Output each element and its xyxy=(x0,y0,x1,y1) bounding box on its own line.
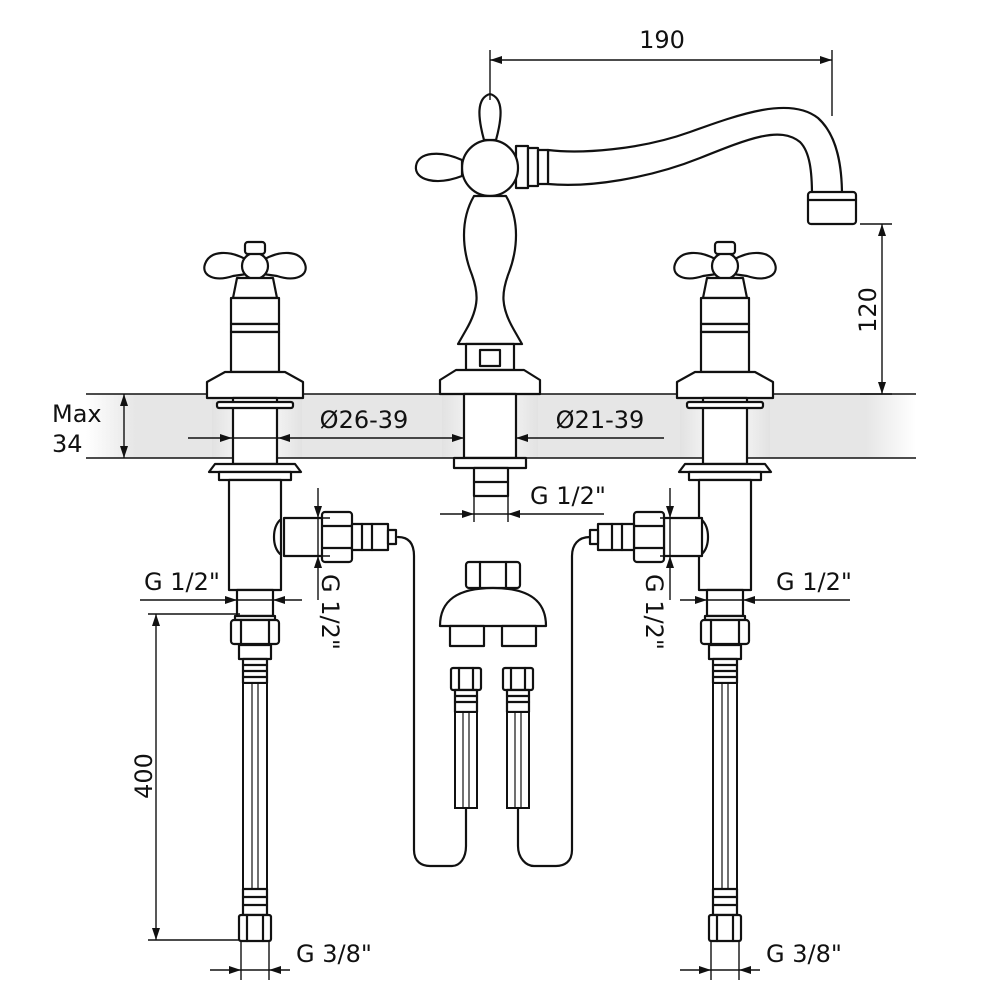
dim-deck-thickness-line1: Max xyxy=(52,400,102,428)
dim-left-side-thread-label: G 1/2" xyxy=(316,574,344,650)
dim-right-inlet-thread: G 1/2" xyxy=(680,568,852,608)
dim-left-side-thread: G 1/2" xyxy=(310,488,344,650)
left-hose xyxy=(237,643,273,943)
mixer-hose-right xyxy=(501,666,535,810)
dim-spout-height-label: 120 xyxy=(854,287,882,333)
dim-hose-length: 400 xyxy=(130,613,240,941)
right-valve xyxy=(673,240,777,646)
dim-spout-reach: 190 xyxy=(489,26,833,116)
dim-center-thread-label: G 1/2" xyxy=(530,482,606,510)
connecting-hoses xyxy=(396,535,592,868)
dim-hole-right: Ø21-39 xyxy=(516,406,664,442)
dim-right-side-thread: G 1/2" xyxy=(640,488,680,650)
dim-spout-height: 120 xyxy=(854,223,892,395)
dim-left-hose-end-thread: G 3/8" xyxy=(210,940,372,980)
dim-right-hose-end-thread-label: G 3/8" xyxy=(766,940,842,968)
dim-hole-left: Ø26-39 xyxy=(188,406,464,442)
dim-spout-reach-label: 190 xyxy=(639,26,685,54)
dim-right-side-thread-label: G 1/2" xyxy=(640,574,668,650)
dim-deck-thickness: Max 34 xyxy=(52,394,128,458)
dim-left-hose-end-thread-label: G 3/8" xyxy=(296,940,372,968)
dim-right-hose-end-thread: G 3/8" xyxy=(680,940,842,980)
dim-hose-length-label: 400 xyxy=(130,753,158,799)
dim-left-inlet-thread-label: G 1/2" xyxy=(144,568,220,596)
left-valve xyxy=(203,240,307,646)
dim-deck-thickness-line2: 34 xyxy=(52,430,83,458)
mixer-block xyxy=(438,560,548,648)
dim-hole-left-label: Ø26-39 xyxy=(320,406,409,434)
left-side-outlet xyxy=(272,510,398,564)
dim-left-inlet-thread: G 1/2" xyxy=(140,568,302,608)
right-hose xyxy=(707,643,743,943)
mixer-hose-left xyxy=(449,666,483,810)
dim-right-inlet-thread-label: G 1/2" xyxy=(776,568,852,596)
dim-center-thread: G 1/2" xyxy=(440,482,606,522)
center-spout xyxy=(414,92,858,498)
right-side-outlet xyxy=(588,510,710,564)
dim-hole-right-label: Ø21-39 xyxy=(556,406,645,434)
